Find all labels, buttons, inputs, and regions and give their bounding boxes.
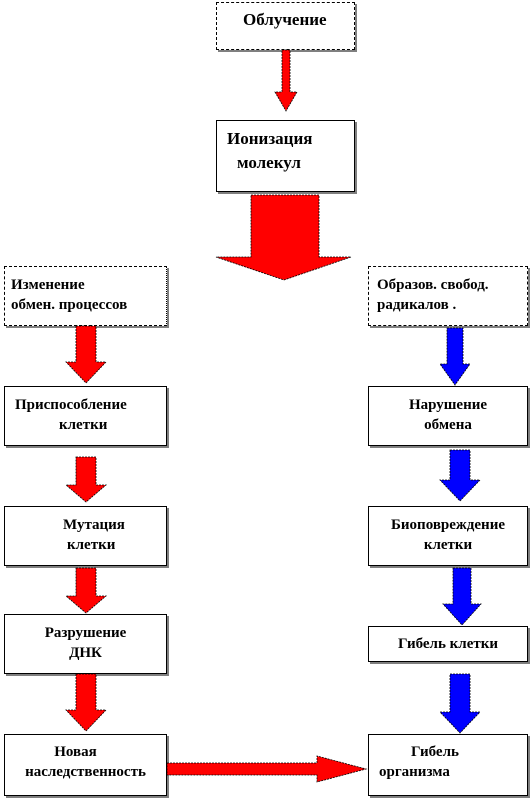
node-label: Гибель xyxy=(411,744,459,760)
node-label: Гибель клетки xyxy=(397,636,499,652)
node-label: Приспособление xyxy=(15,397,127,413)
node-cell-mutation: Мутация клетки xyxy=(4,506,167,566)
node-metabolism-disorder: Нарушение обмена xyxy=(368,386,528,446)
node-ionization: Ионизация молекул xyxy=(216,120,355,192)
blue-arrow-down-icon xyxy=(439,327,471,386)
red-arrow-down-icon xyxy=(64,567,108,614)
node-label: организма xyxy=(379,764,450,780)
node-label: Разрушение xyxy=(44,625,127,641)
blue-arrow-down-icon xyxy=(439,449,481,502)
node-label: ДНК xyxy=(69,645,102,661)
node-label: клетки xyxy=(423,537,473,553)
red-arrow-right-icon xyxy=(166,755,368,783)
red-arrow-down-icon xyxy=(64,456,108,503)
node-label: Нарушение xyxy=(408,397,488,413)
node-label: Образов. свобод. xyxy=(377,277,489,293)
node-dna-destruction: Разрушение ДНК xyxy=(4,614,167,674)
node-label: Изменение xyxy=(11,277,85,293)
node-label: Новая xyxy=(54,744,97,760)
red-arrow-down-icon xyxy=(65,325,107,384)
blue-arrow-down-icon xyxy=(442,567,482,626)
node-new-heredity: Новая наследственность xyxy=(4,734,167,796)
node-cell-adaptation: Приспособление клетки xyxy=(4,386,167,446)
node-label: Ионизация xyxy=(227,129,313,148)
node-label: обмена xyxy=(424,417,472,433)
node-bio-damage: Биоповреждение клетки xyxy=(368,506,528,566)
node-label: клетки xyxy=(67,537,116,553)
node-label: клетки xyxy=(59,417,108,433)
node-label: радикалов . xyxy=(377,297,457,313)
blue-arrow-down-icon xyxy=(439,673,481,734)
red-arrow-down-icon xyxy=(274,49,298,112)
node-label: наследственность xyxy=(25,764,146,780)
node-cell-death: Гибель клетки xyxy=(368,626,528,662)
node-label: Мутация xyxy=(63,517,125,533)
node-label: Биоповреждение xyxy=(391,517,505,533)
red-arrow-down-icon xyxy=(65,673,107,732)
node-label: молекул xyxy=(237,153,301,172)
node-radicals: Образов. свобод. радикалов . xyxy=(368,266,528,326)
node-organism-death: Гибель организма xyxy=(368,734,528,796)
node-label: Облучение xyxy=(243,10,327,29)
node-irradiation: Облучение xyxy=(216,2,355,50)
node-label: обмен. процессов xyxy=(11,297,128,313)
red-arrow-down-icon xyxy=(215,194,352,281)
node-metabolic-change: Изменение обмен. процессов xyxy=(4,266,167,326)
